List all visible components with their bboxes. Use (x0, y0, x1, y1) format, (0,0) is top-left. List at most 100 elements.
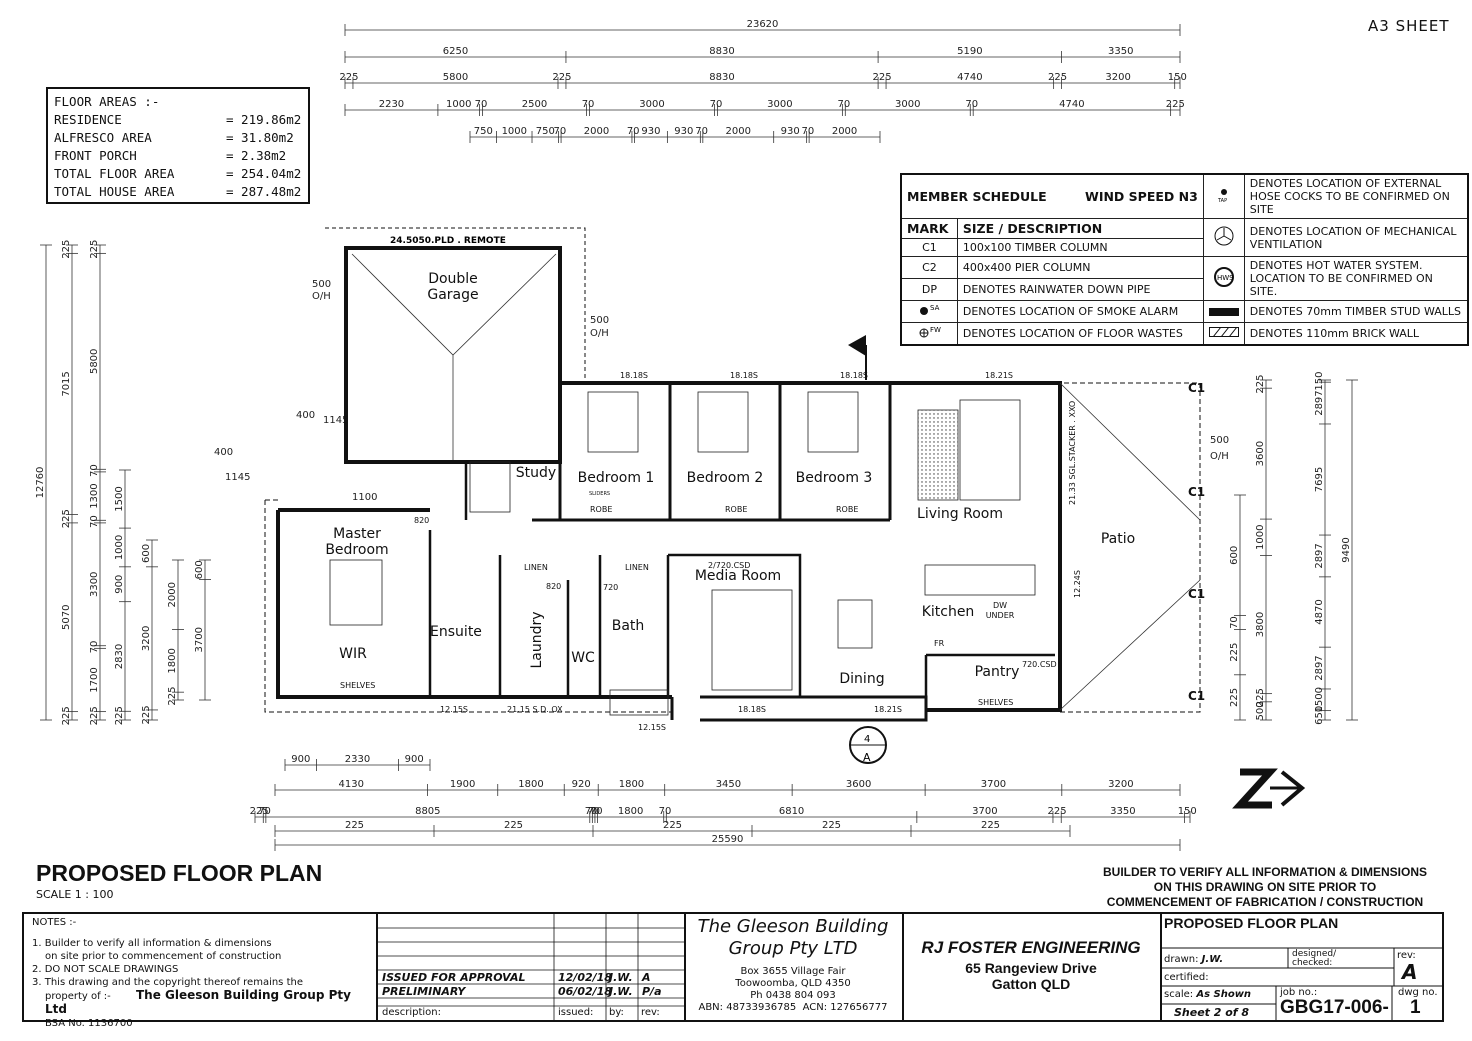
floor-areas-heading: FLOOR AREAS :- (54, 94, 160, 109)
room-label: WIR (339, 646, 367, 662)
dining-table (837, 599, 873, 649)
kitchen-bench (924, 564, 1036, 596)
right-dimensions: 2253600100038002255001502897769528974870… (1229, 372, 1358, 725)
dim-label: 225 (114, 706, 125, 725)
note-line: 3. This drawing and the copyright thereo… (32, 977, 303, 988)
door-label: 720 (603, 583, 618, 592)
room-label: Kitchen (922, 604, 975, 620)
dim-label: 1145 (323, 415, 348, 426)
dim-label: 7695 (1314, 467, 1325, 492)
pantry-door-label: 720.CSD (1022, 660, 1057, 669)
rev-value: A (1402, 960, 1418, 984)
media-sofa (711, 589, 793, 691)
dwg-label: dwg no. (1398, 987, 1438, 998)
legend-icon-cell: TAP (1202, 173, 1245, 219)
note-owner: The Gleeson Building Group Pty Ltd (45, 988, 351, 1016)
dim-label: 900 (114, 575, 125, 594)
dim-label: 3700 (972, 806, 997, 817)
stud-wall-icon (1208, 307, 1239, 316)
note-line: 1. Builder to verify all information & d… (32, 938, 272, 949)
bed-1 (587, 391, 639, 453)
dim-label: 225 (89, 706, 100, 725)
floor-area-value: = 254.04m2 (226, 166, 302, 181)
dim-label: 500 (1210, 435, 1229, 446)
notes-heading: NOTES :- (32, 917, 77, 928)
legend-text: DENOTES 110mm BRICK WALL (1243, 322, 1469, 346)
schedule-title: MEMBER SCHEDULE WIND SPEED N3 (900, 173, 1204, 219)
linen-label: LINEN (524, 563, 548, 572)
revision-desc: PRELIMINARY (382, 985, 466, 998)
revision-rev: P/a (642, 985, 662, 998)
dim-label: 2897 (1314, 655, 1325, 680)
dim-label: 2000 (584, 126, 609, 137)
dim-label: 225 (552, 72, 571, 83)
dim-label: 150 (1168, 72, 1187, 83)
dim-label: 3200 (141, 626, 152, 651)
living-rug (917, 409, 959, 501)
dim-label: 2000 (167, 582, 178, 607)
north-arrow-icon (1232, 768, 1306, 809)
job-label: job no.: (1280, 987, 1318, 998)
dim-label: 930 (674, 126, 693, 137)
drawn-value: J.W. (1201, 954, 1224, 965)
dim-label: 225 (345, 820, 364, 831)
dim-label: 6250 (443, 46, 468, 57)
svg-text:TAP: TAP (1217, 198, 1227, 203)
door-label: 21.15 S.D. OX (507, 705, 563, 714)
dim-label: 225 (663, 820, 682, 831)
revision-grid (378, 914, 684, 1020)
dim-label: 225 (250, 806, 269, 817)
room-label-line: Study (516, 465, 556, 481)
drawn-field: drawn: J.W. (1164, 954, 1223, 965)
bed-3 (807, 391, 859, 453)
dim-label: 930 (641, 126, 660, 137)
fan-icon (1214, 226, 1234, 246)
section-marker-icon: 4 A (848, 335, 887, 764)
room-label: Laundry (529, 611, 545, 668)
dim-label: O/H (312, 291, 331, 302)
room-label-line: Laundry (529, 611, 545, 668)
dim-label: 225 (1229, 688, 1240, 707)
drawing-scale: SCALE 1 : 100 (36, 888, 114, 901)
dim-label: 1100 (352, 492, 377, 503)
room-label-line: Media Room (695, 568, 781, 584)
legend-icon-cell (1202, 322, 1245, 346)
dim-label: 225 (873, 72, 892, 83)
scale-label: scale: (1164, 989, 1194, 1000)
legend-text: DENOTES LOCATION OF EXTERNAL HOSE COCKS … (1243, 173, 1469, 219)
rev-label: rev: (1397, 950, 1416, 961)
legend-text: DENOTES HOT WATER SYSTEM. LOCATION TO BE… (1243, 256, 1469, 301)
engineer-name: RJ FOSTER ENGINEERING (921, 938, 1141, 957)
floor-area-value: = 31.80m2 (226, 130, 294, 145)
dim-label: 225 (339, 72, 358, 83)
study-desk (469, 461, 511, 513)
scale-value: As Shown (1196, 989, 1252, 1000)
column-label: C1 (1188, 381, 1205, 395)
designed-label: designed/ (1292, 949, 1337, 959)
dim-label: 70 (695, 126, 708, 137)
dim-label: 3700 (981, 779, 1006, 790)
house-walls (264, 381, 1201, 722)
floor-area-label: RESIDENCE (54, 112, 122, 127)
drawing-title: PROPOSED FLOOR PLAN (36, 860, 323, 886)
hws-icon: HWS (1213, 267, 1234, 287)
garage-walls (344, 246, 562, 464)
svg-text:SA: SA (930, 304, 940, 312)
dim-label: 1800 (167, 648, 178, 673)
title-block: NOTES :- 1. Builder to verify all inform… (22, 912, 1444, 1029)
dim-label: 225 (1166, 99, 1185, 110)
client-phone: Ph 0438 804 093 (750, 990, 836, 1001)
dim-label: 750 (474, 126, 493, 137)
dim-label: 920 (572, 779, 591, 790)
engineer-address: 65 Rangeview Drive (965, 960, 1097, 976)
window-label: 18.18S (840, 371, 868, 380)
revision-desc: ISSUED FOR APPROVAL (382, 971, 526, 984)
revision-by: J.W. (609, 971, 633, 984)
client-name: The Gleeson Building (697, 916, 889, 937)
dim-label: 5800 (89, 349, 100, 374)
room-label-line: Bedroom 3 (796, 470, 873, 486)
